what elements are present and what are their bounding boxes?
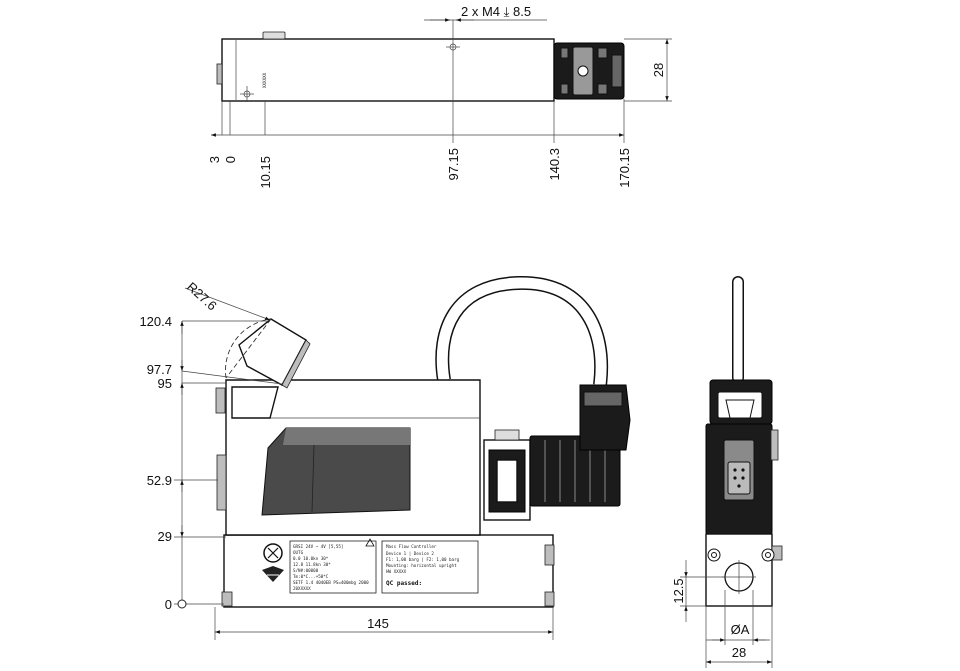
top-height-dim: 28 (651, 63, 666, 77)
top-view: XXXXXX (207, 4, 672, 189)
svg-text:GRSI 24V ~ 4V [5,55]: GRSI 24V ~ 4V [5,55] (293, 544, 343, 549)
svg-text:F1: 1,00 barg | F2: 1,00 barg: F1: 1,00 barg | F2: 1,00 barg (386, 557, 460, 562)
radius-dim: R27.6 (184, 279, 220, 313)
svg-text:HW XXXXX: HW XXXXX (386, 569, 407, 574)
top-housing (221, 38, 555, 102)
sensor-icon (262, 543, 284, 582)
svg-text:Device 1 | Device 2: Device 1 | Device 2 (386, 551, 434, 556)
svg-text:Mass Flow Controller: Mass Flow Controller (386, 544, 437, 549)
svg-text:0.0 10.0kn 30*: 0.0 10.0kn 30* (293, 556, 329, 561)
svg-text:S/N#:00000: S/N#:00000 (293, 568, 319, 573)
x-dim-140-3: 140.3 (547, 148, 562, 181)
x-dim-3: 3 (207, 156, 222, 163)
side-width-dim: 28 (732, 645, 746, 660)
front-view: GRSI 24V ~ 4V [5,55] OUTG 0.0 10.0kn 30*… (139, 275, 631, 640)
y-dim-0: 0 (165, 597, 172, 612)
diameter-dim: ØA (731, 622, 750, 637)
y-dim-120-4: 120.4 (139, 314, 172, 329)
svg-text:12.8 11.8kn 30*: 12.8 11.8kn 30* (293, 562, 331, 567)
product-label-right: Mass Flow Controller Device 1 | Device 2… (381, 540, 479, 594)
y-dim-95: 95 (158, 376, 172, 391)
x-dim-170-15: 170.15 (617, 148, 632, 188)
front-connector (529, 384, 631, 507)
display-head (225, 318, 311, 389)
y-dim-52-9: 52.9 (147, 473, 172, 488)
top-connector (553, 42, 625, 100)
svg-text:SETF 1.4 4040EB PS=400mbg 2000: SETF 1.4 4040EB PS=400mbg 2000 (293, 580, 369, 585)
product-label-left: GRSI 24V ~ 4V [5,55] OUTG 0.0 10.0kn 30*… (289, 538, 377, 594)
width-dim: 145 (367, 616, 389, 631)
svg-text:20XXXXX: 20XXXXX (293, 586, 311, 591)
serial-marking: XXXXXX (262, 72, 267, 88)
side-view: 12.5 ØA 28 (671, 276, 783, 668)
svg-text:OUTG: OUTG (293, 550, 304, 555)
x-dim-0: 0 (223, 156, 238, 163)
svg-text:Tm:0*C...+50*C: Tm:0*C...+50*C (293, 574, 329, 579)
y-dim-29: 29 (158, 529, 172, 544)
x-dim-10-15: 10.15 (258, 156, 273, 189)
side-height-dim: 12.5 (671, 578, 686, 603)
svg-text:Mounting: horizontal upright: Mounting: horizontal upright (386, 563, 457, 568)
mounting-hole-left (240, 86, 254, 102)
x-dim-97-15: 97.15 (446, 148, 461, 181)
hole-callout: 2 x M4 ⤓ 8.5 (461, 4, 531, 19)
y-dim-97-7: 97.7 (147, 362, 172, 377)
sub-d-connector (727, 461, 751, 495)
svg-text:QC passed:: QC passed: (386, 580, 422, 587)
